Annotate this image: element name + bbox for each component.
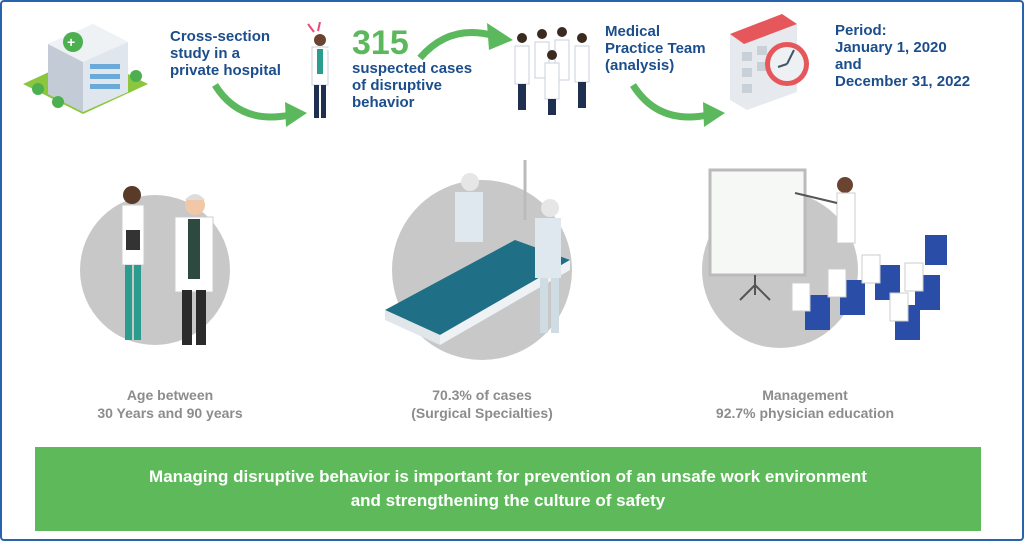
cases-line: of disruptive [352, 77, 443, 94]
finding-line: Age between [126, 387, 214, 403]
cases-text: suspected cases of disruptive behavior [352, 60, 472, 111]
period-line: Period: [835, 22, 887, 39]
conclusion-banner: Managing disruptive behavior is importan… [35, 447, 981, 531]
study-line: private hospital [170, 62, 281, 79]
arrow-icon [212, 83, 307, 127]
study-line: study in a [170, 45, 241, 62]
study-line: Cross-section [170, 28, 271, 45]
period-line: January 1, 2020 [835, 39, 947, 56]
cases-line: behavior [352, 94, 415, 111]
education-illustration [702, 168, 947, 348]
doctors-age-illustration [80, 186, 230, 345]
finding-surgical: 70.3% of cases (Surgical Specialties) [352, 386, 612, 422]
doctor-icon [307, 22, 349, 118]
finding-line: 70.3% of cases [432, 387, 532, 403]
finding-line: (Surgical Specialties) [411, 405, 553, 421]
arrow-icon [417, 23, 513, 61]
finding-line: Management [762, 387, 848, 403]
finding-line: 92.7% physician education [715, 405, 895, 421]
finding-age: Age between 30 Years and 90 years [40, 386, 300, 422]
team-line: (analysis) [605, 57, 675, 74]
medical-team-icon [514, 27, 590, 115]
team-text: Medical Practice Team (analysis) [605, 23, 706, 74]
period-line: and [835, 56, 862, 73]
study-text: Cross-section study in a private hospita… [170, 28, 281, 79]
team-line: Medical [605, 23, 661, 40]
finding-line: 30 Years and 90 years [97, 405, 243, 421]
cases-line: suspected cases [352, 60, 473, 77]
team-line: Practice Team [605, 40, 706, 57]
case-count: 315 [352, 24, 409, 62]
svg-text:+: + [67, 34, 75, 50]
finding-management: Management 92.7% physician education [675, 386, 935, 422]
surgery-illustration [385, 160, 572, 360]
hospital-icon: + [23, 24, 148, 114]
period-text: Period: January 1, 2020 and December 31,… [835, 22, 970, 90]
period-line: December 31, 2022 [835, 73, 971, 90]
arrow-icon [630, 83, 725, 127]
calendar-clock-icon [730, 14, 809, 110]
